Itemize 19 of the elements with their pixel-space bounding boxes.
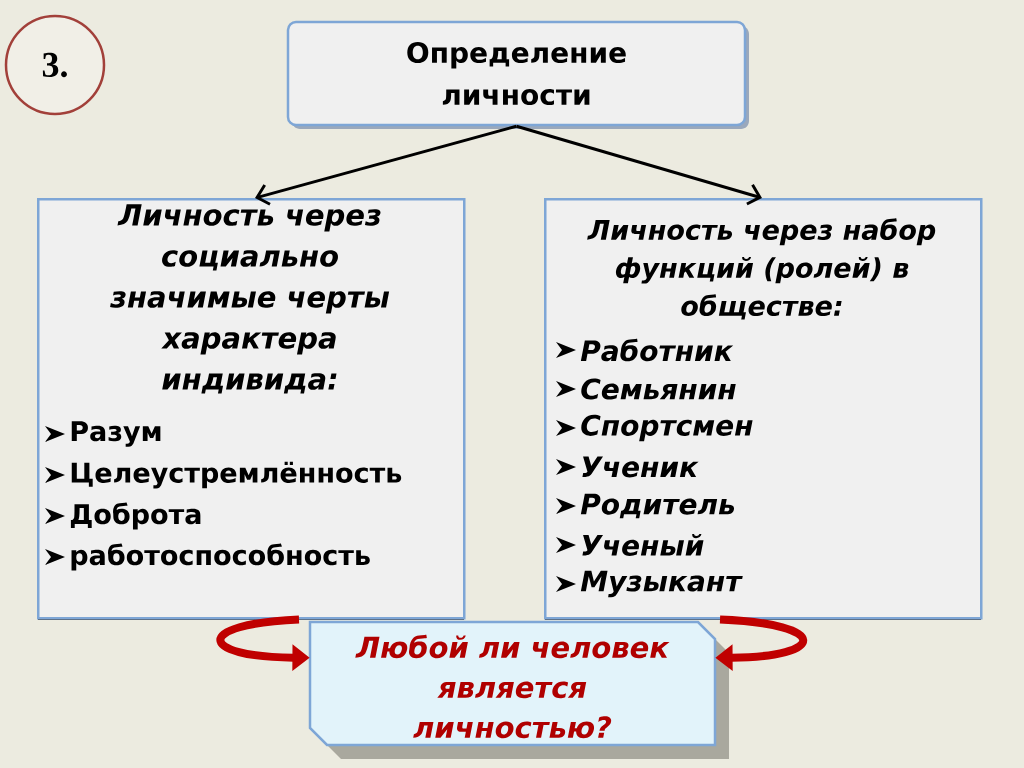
arrow	[255, 124, 517, 206]
list-item: Ученый	[582, 534, 704, 556]
heading-text: Личность через социально значимые черты характера индивида:	[110, 204, 390, 394]
question-box: Любой ли человек является личностью?	[308, 620, 729, 759]
list-item: Семьянин	[581, 378, 736, 400]
list-item: Доброта	[70, 502, 201, 530]
list-item: Родитель	[580, 493, 734, 519]
arrow	[516, 124, 762, 206]
list-item: Ученик	[582, 456, 699, 478]
list-item: Музыкант	[580, 570, 743, 598]
list-item: Спортсмен	[581, 414, 753, 442]
list-item: Работник	[580, 338, 734, 362]
list-item: Разум	[71, 421, 161, 447]
list-item: Целеустремлённость	[71, 461, 402, 489]
heading-text: Личность через набор функций (ролей) в обществе:	[587, 218, 936, 320]
list-item: работоспособность	[71, 543, 370, 571]
info-box	[544, 198, 983, 620]
info-box	[37, 198, 466, 620]
title-box: Определение личности	[286, 20, 749, 129]
